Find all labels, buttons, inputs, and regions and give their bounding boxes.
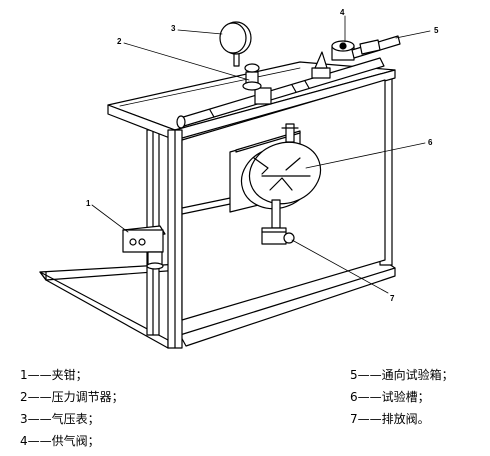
- supply-valve: [331, 40, 355, 61]
- callout-6: 6: [428, 138, 433, 147]
- callout-3: 3: [171, 24, 176, 33]
- outlet-pipe: [351, 35, 401, 59]
- legend-item-1: 1——夹钳；: [20, 368, 88, 382]
- front-post: [167, 129, 183, 349]
- callout-5: 5: [434, 26, 439, 35]
- callout-2: 2: [117, 37, 122, 46]
- leader-lines: [91, 15, 431, 294]
- legend-left: 1——夹钳； 2——压力调节器； 3——气压表； 4——供气阀；: [20, 368, 124, 456]
- callout-7: 7: [390, 294, 395, 303]
- legend-item-4: 4——供气阀；: [20, 434, 100, 448]
- callout-4: 4: [340, 8, 345, 17]
- legend-item-5: 5——通向试验箱；: [350, 368, 454, 382]
- base-frame: [39, 257, 396, 349]
- legend-item-6: 6——试验槽；: [350, 390, 430, 404]
- legend-item-2: 2——压力调节器；: [20, 390, 124, 404]
- apparatus-diagram: [39, 15, 431, 349]
- legend-right: 5——通向试验箱； 6——试验槽； 7——排放阀。: [350, 368, 454, 434]
- drain-valve: [261, 199, 295, 245]
- pressure-regulator: [242, 51, 331, 91]
- legend-item-3: 3——气压表；: [20, 412, 100, 426]
- clamp: [122, 225, 166, 270]
- test-groove: [240, 123, 322, 210]
- callout-1: 1: [86, 199, 91, 208]
- pressure-gauge: [219, 21, 252, 67]
- legend-item-7: 7——排放阀。: [350, 412, 430, 426]
